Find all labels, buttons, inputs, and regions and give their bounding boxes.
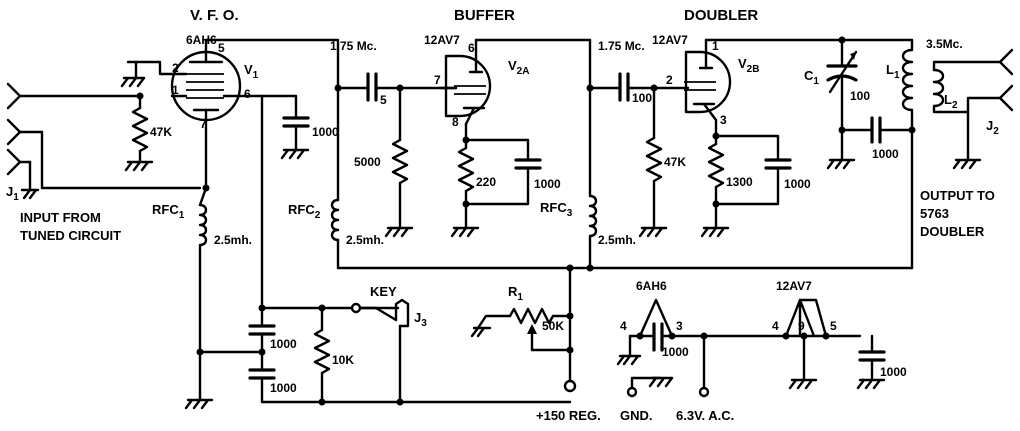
rfc2-value: 2.5mh. bbox=[346, 233, 384, 247]
heater-b-pin-m: 9 bbox=[798, 319, 805, 333]
tank-bypass-cap-value: 1000 bbox=[872, 147, 899, 161]
c1-label: C1 bbox=[804, 68, 819, 87]
v1-ref-label: V1 bbox=[244, 62, 259, 81]
v2b-pin-2: 2 bbox=[666, 73, 673, 87]
c1-value: 100 bbox=[850, 89, 870, 103]
v2a-pin-8: 8 bbox=[452, 115, 459, 129]
r1-potentiometer bbox=[470, 307, 572, 352]
buffer-cathode-resistor bbox=[450, 138, 480, 238]
key-jack-j3 bbox=[350, 298, 410, 404]
rfc1-value: 2.5mh. bbox=[214, 233, 252, 247]
heater-b-cap-value: 1000 bbox=[880, 365, 907, 379]
heater-a-pin-l: 4 bbox=[620, 319, 627, 333]
output-label-line3: DOUBLER bbox=[920, 224, 985, 239]
v2a-type-label: 12AV7 bbox=[424, 33, 460, 47]
doubler-coupling-cap-value: 100 bbox=[632, 91, 652, 105]
doubler-heading: DOUBLER bbox=[684, 7, 758, 24]
freq-label-3: 3.5Mc. bbox=[926, 37, 963, 51]
input-label-line2: TUNED CIRCUIT bbox=[20, 228, 121, 243]
heater-a-cap-value: 1000 bbox=[662, 345, 689, 359]
l2-link-coil bbox=[932, 48, 1014, 170]
v1-pin-2: 2 bbox=[172, 61, 179, 75]
v2b-type-label: 12AV7 bbox=[652, 33, 688, 47]
v2a-pin-6: 6 bbox=[468, 41, 475, 55]
v2b-ref-label: V2B bbox=[738, 56, 759, 75]
heater-6ah6-label: 6AH6 bbox=[636, 279, 667, 293]
v1-type-label: 6AH6 bbox=[186, 33, 217, 47]
buffer-coupling-cap-value: 5 bbox=[380, 93, 387, 107]
buffer-cathode-cap-value: 1000 bbox=[534, 177, 561, 191]
rfc3-label: RFC3 bbox=[540, 200, 573, 219]
v1-screen-cap-value: 1000 bbox=[312, 125, 339, 139]
l2-label: L2 bbox=[944, 92, 958, 111]
v1-pin-6: 6 bbox=[244, 87, 251, 101]
key-resistor-10k bbox=[313, 306, 331, 404]
r1-value: 50K bbox=[542, 319, 564, 333]
r1-label: R1 bbox=[508, 284, 523, 303]
buffer-heading: BUFFER bbox=[454, 7, 515, 24]
heater-a-pin-r: 3 bbox=[676, 319, 683, 333]
freq-label-2: 1.75 Mc. bbox=[598, 39, 645, 53]
buffer-grid-resistor bbox=[384, 86, 414, 238]
l1-label: L1 bbox=[886, 62, 900, 81]
v1-grid-resistor bbox=[124, 94, 154, 172]
doubler-cathode-cap-value: 1000 bbox=[784, 177, 811, 191]
l1-tank-coil bbox=[901, 38, 914, 270]
heater-12av7-label: 12AV7 bbox=[776, 279, 812, 293]
supply-label: +150 REG. bbox=[536, 408, 601, 423]
v2b-tube-12av7 bbox=[684, 38, 732, 122]
heater-b-pin-l: 4 bbox=[772, 319, 779, 333]
v1-pin-7: 7 bbox=[200, 117, 207, 131]
gnd-label: GND. bbox=[620, 408, 653, 423]
v1-grid-resistor-value: 47K bbox=[150, 125, 172, 139]
v2a-ref-label: V2A bbox=[508, 58, 529, 77]
v2b-pin-3: 3 bbox=[720, 113, 727, 127]
doubler-grid-resistor-value: 47K bbox=[664, 155, 686, 169]
input-label-line1: INPUT FROM bbox=[20, 210, 101, 225]
vfo-heading: V. F. O. bbox=[190, 7, 239, 24]
output-label-line1: OUTPUT TO bbox=[920, 188, 995, 203]
doubler-cathode-resistor-value: 1300 bbox=[726, 175, 753, 189]
input-jack-j1 bbox=[6, 82, 202, 200]
rfc1-choke bbox=[198, 186, 208, 354]
v1-pin-1: 1 bbox=[172, 83, 179, 97]
doubler-grid-resistor bbox=[638, 86, 668, 238]
rfc1-label: RFC1 bbox=[152, 202, 185, 221]
buffer-grid-resistor-value: 5000 bbox=[354, 155, 381, 169]
j1-label: J1 bbox=[6, 184, 19, 203]
key-cap1-value: 1000 bbox=[270, 337, 297, 351]
v2a-pin-7: 7 bbox=[434, 73, 441, 87]
key-label: KEY bbox=[370, 284, 397, 299]
v2a-tube-12av7 bbox=[438, 38, 492, 142]
rfc2-label: RFC2 bbox=[288, 202, 321, 221]
v1-pin-5: 5 bbox=[218, 41, 225, 55]
output-label-line2: 5763 bbox=[920, 206, 949, 221]
j3-label: J3 bbox=[414, 310, 427, 329]
buffer-cathode-resistor-value: 220 bbox=[476, 175, 496, 189]
rfc3-value: 2.5mh. bbox=[598, 233, 636, 247]
freq-label-1: 1.75 Mc. bbox=[330, 39, 377, 53]
rfc3-choke bbox=[588, 194, 598, 270]
heater-12av7 bbox=[784, 298, 886, 390]
key-resistor-value: 10K bbox=[332, 353, 354, 367]
key-cap2-value: 1000 bbox=[270, 381, 297, 395]
v2b-pin-1: 1 bbox=[712, 39, 719, 53]
rfc2-choke bbox=[330, 198, 340, 270]
vac-label: 6.3V. A.C. bbox=[676, 408, 734, 423]
j2-label: J2 bbox=[986, 118, 999, 137]
c1-variable-capacitor bbox=[826, 38, 858, 170]
heater-b-pin-r: 5 bbox=[830, 319, 837, 333]
